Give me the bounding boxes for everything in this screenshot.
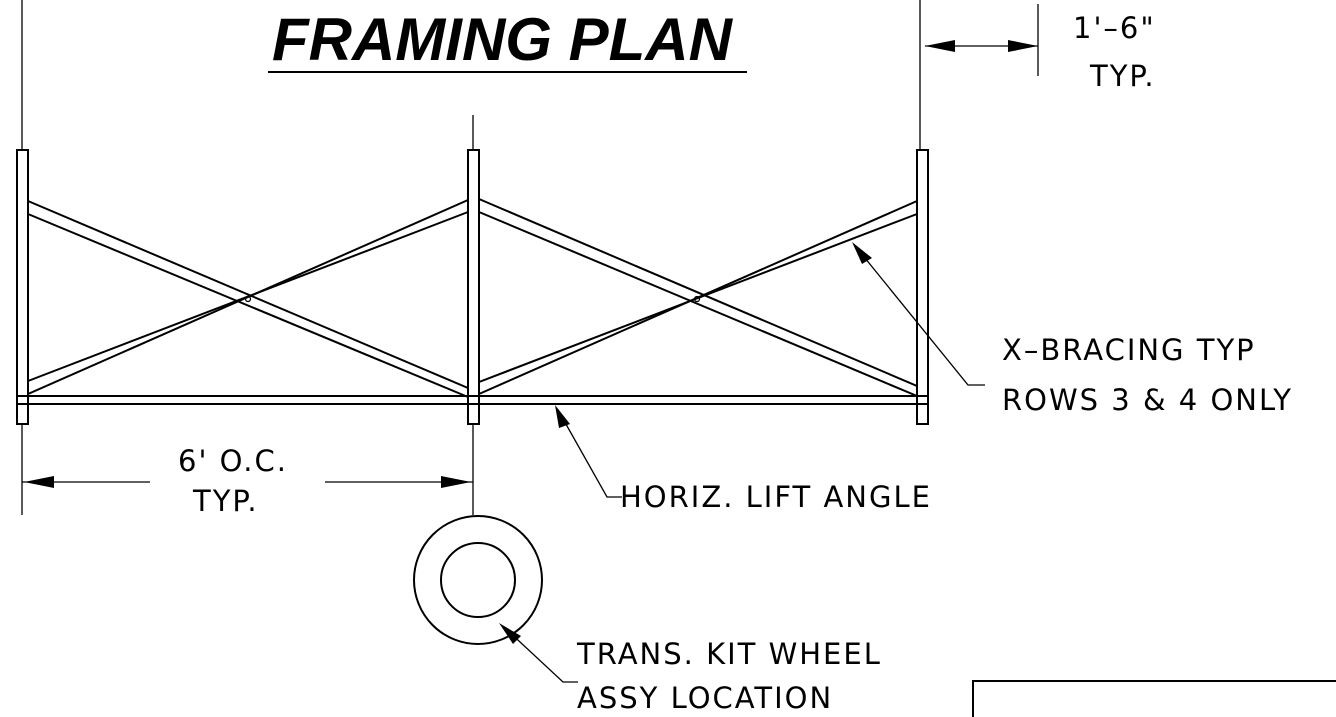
horiz-lift-angle-leader: HORIZ. LIFT ANGLE <box>555 405 932 514</box>
bottom-dim-typ: TYP. <box>192 484 259 518</box>
drawing-title: FRAMING PLAN <box>272 6 734 73</box>
horiz-lift-angle-label: HORIZ. LIFT ANGLE <box>620 480 932 514</box>
post-middle <box>467 149 480 425</box>
bottom-dimension: 6' O.C. TYP. <box>21 424 474 518</box>
bottom-dim-value: 6' O.C. <box>178 444 288 478</box>
horizontal-lift-angle <box>16 395 929 405</box>
x-bracing-label: X–BRACING TYP <box>1002 333 1256 367</box>
top-dim-typ: TYP. <box>1089 59 1156 93</box>
transport-wheel <box>413 515 543 645</box>
top-dimension: 1'–6" TYP. <box>925 4 1156 93</box>
post-left <box>16 149 29 425</box>
x-bracing-bay-1 <box>27 199 469 398</box>
x-bracing-leader: X–BRACING TYP ROWS 3 & 4 ONLY <box>852 242 1293 417</box>
wheel-leader: TRANS. KIT WHEEL ASSY LOCATION <box>499 623 882 715</box>
wheel-label-line1: TRANS. KIT WHEEL <box>576 637 882 671</box>
post-right <box>916 149 929 425</box>
wheel-label-line2: ASSY LOCATION <box>577 681 833 715</box>
x-bracing-rows-label: ROWS 3 & 4 ONLY <box>1002 383 1293 417</box>
x-bracing-bay-2 <box>478 198 918 397</box>
top-dim-value: 1'–6" <box>1073 11 1156 45</box>
title-block-border <box>972 680 1336 717</box>
